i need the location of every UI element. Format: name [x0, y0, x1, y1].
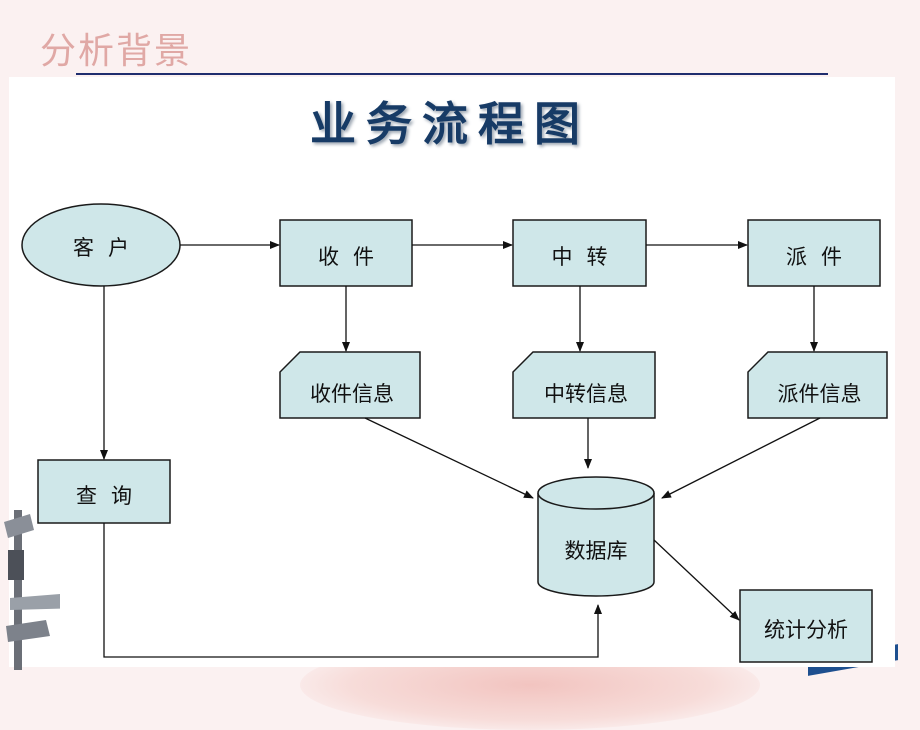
title-underline — [76, 73, 828, 75]
dispatch-label: 派件 — [786, 245, 856, 269]
statistics-label: 统计分析 — [764, 618, 848, 642]
receive-node — [279, 219, 413, 287]
statistics-node — [739, 589, 873, 663]
arrow-receive-info-database — [364, 417, 534, 499]
diagram-title: 业务流程图 — [310, 97, 590, 151]
transfer-node — [512, 219, 647, 287]
transfer-label: 中转 — [551, 245, 622, 269]
receive-label: 收件 — [318, 245, 388, 269]
receive-info-label: 收件信息 — [310, 382, 394, 406]
arrow-dispatch-info-database — [661, 417, 821, 499]
arrow-database-statistics — [653, 539, 740, 621]
dispatch-info-node — [747, 351, 888, 419]
section-title: 分析背景 — [40, 31, 193, 72]
flow-diagram — [21, 203, 888, 663]
receive-info-node — [279, 351, 421, 419]
database-node — [537, 476, 655, 597]
arrow-query-database — [103, 523, 602, 658]
dispatch-info-label: 派件信息 — [777, 382, 862, 406]
transfer-info-node — [512, 351, 656, 419]
customer-label: 客户 — [73, 236, 143, 260]
dispatch-node — [747, 219, 881, 287]
query-label: 查询 — [76, 484, 146, 508]
database-label: 数据库 — [564, 539, 628, 563]
signpost-icon — [4, 510, 60, 670]
query-node — [37, 459, 171, 524]
transfer-info-label: 中转信息 — [544, 382, 628, 406]
